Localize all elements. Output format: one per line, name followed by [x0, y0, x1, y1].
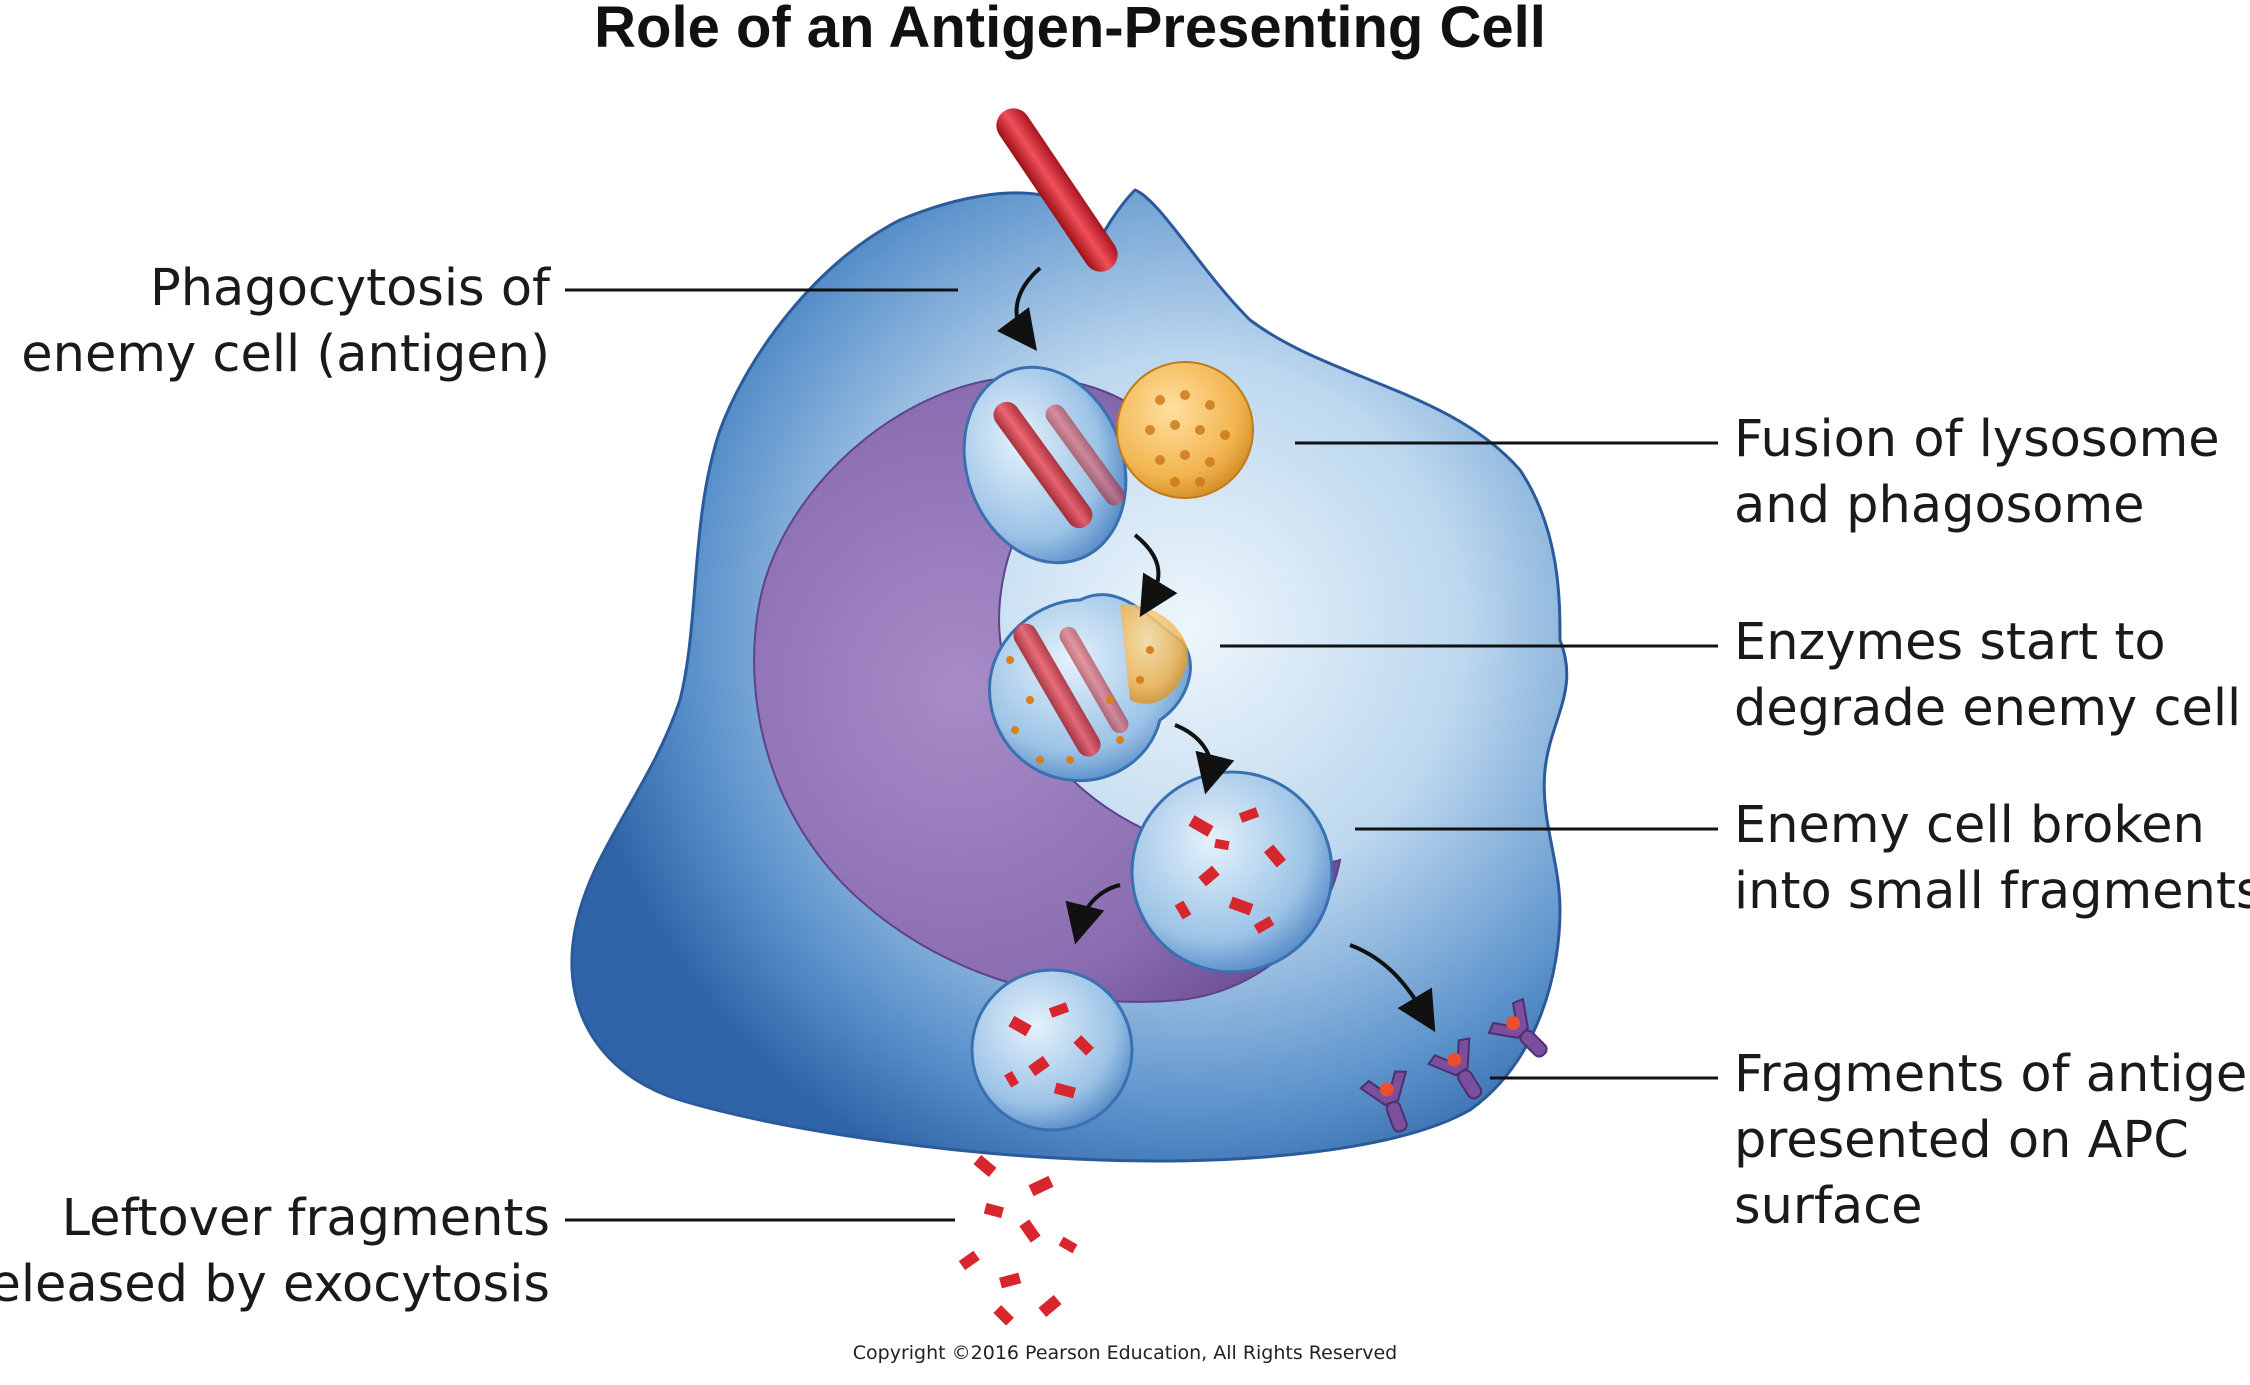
arrow-degrade: [1174, 723, 1235, 795]
released-fragments: [958, 1154, 1078, 1326]
phagolysosome: [988, 593, 1192, 783]
arrow-fusion: [1133, 533, 1178, 618]
surface-receptors: [1359, 997, 1548, 1133]
process-arrows: [997, 266, 1436, 1033]
diagram-title: Role of an Antigen-Presenting Cell: [594, 0, 1546, 60]
leader-lines: [565, 288, 1718, 1222]
phagosome: [962, 365, 1128, 565]
arrow-exocytosis: [1065, 883, 1121, 945]
arrow-present: [1349, 943, 1436, 1033]
fragment-vesicle: [1130, 770, 1334, 974]
exocytosis-vesicle: [970, 968, 1134, 1132]
copyright-notice: Copyright ©2016 Pearson Education, All R…: [852, 1342, 1398, 1364]
antigen-rod: [996, 108, 1118, 272]
lysosome: [1116, 361, 1254, 499]
arrow-engulf: [997, 266, 1042, 352]
